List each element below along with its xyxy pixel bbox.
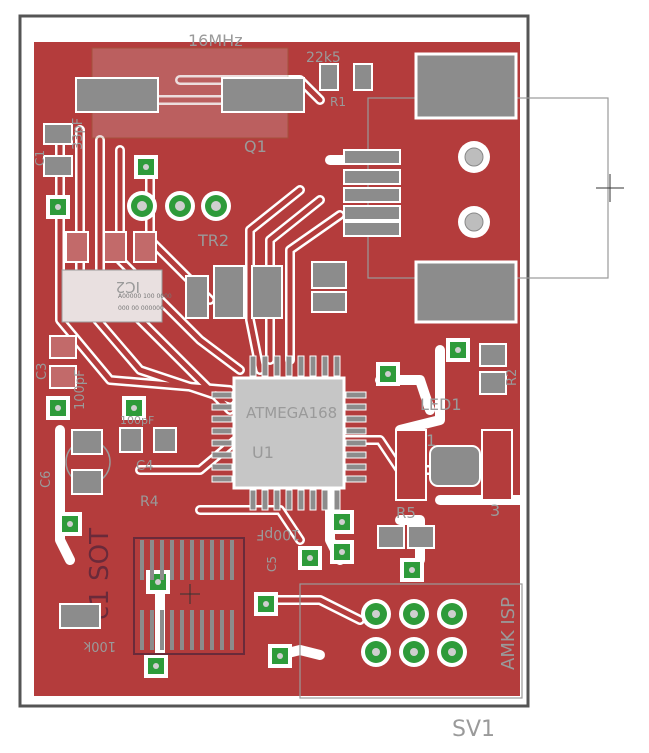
r5-label: R5 bbox=[396, 504, 416, 522]
switch-pad-left bbox=[395, 429, 427, 501]
cap100-mid: 100pF bbox=[256, 526, 300, 542]
r1-ref: R1 bbox=[330, 95, 346, 109]
r2-pad-b bbox=[479, 371, 507, 395]
c3-pad-a bbox=[49, 335, 77, 359]
c6-label: C6 bbox=[39, 471, 54, 488]
c1-label: 33pF bbox=[71, 118, 86, 150]
c4-pad-b bbox=[153, 427, 177, 453]
ic2-note-1: A00000 100 0000 bbox=[118, 293, 172, 300]
mcu-package bbox=[211, 355, 367, 511]
r1-value: 22k5 bbox=[306, 50, 341, 66]
r1-pad-b bbox=[353, 63, 373, 91]
tr2-label: TR2 bbox=[197, 231, 229, 250]
c3-pad-b bbox=[49, 365, 77, 389]
pin-3-label: 3 bbox=[490, 501, 500, 520]
r5-pad-a bbox=[377, 525, 405, 549]
usb-mount-holes bbox=[458, 141, 490, 238]
ic2-body bbox=[61, 269, 163, 323]
c1-pad-a bbox=[43, 123, 73, 145]
res100k-label: 100k bbox=[83, 638, 116, 653]
tr2-pads bbox=[127, 191, 231, 221]
cap100-left: 100pF bbox=[73, 369, 88, 410]
c6-pad bbox=[71, 429, 103, 455]
usb-crosshair bbox=[596, 174, 624, 202]
mid-smd-pads bbox=[185, 261, 347, 319]
isp-label: AMK ISP bbox=[498, 597, 519, 670]
usb-shield-top bbox=[414, 52, 518, 120]
mcu-label: ATMEGA168 bbox=[246, 404, 337, 422]
c4-label: C4 bbox=[136, 459, 153, 474]
usb-pins bbox=[343, 149, 401, 237]
ic2-label: IC2 bbox=[116, 278, 140, 296]
c3-label: C3 bbox=[35, 363, 50, 380]
r-res-pad bbox=[59, 603, 101, 629]
r1-pad-a bbox=[319, 63, 339, 91]
isp-outline bbox=[299, 583, 523, 699]
ic2-pads bbox=[65, 231, 157, 263]
crystal-pad-left bbox=[75, 77, 159, 113]
r2-pad-a bbox=[479, 343, 507, 367]
isp-pins bbox=[361, 599, 467, 667]
ic1-outline bbox=[133, 537, 245, 655]
switch-pad-right bbox=[481, 429, 513, 501]
ic1-pins bbox=[140, 540, 234, 650]
switch-body bbox=[429, 445, 481, 487]
mcu-ref: U1 bbox=[252, 443, 274, 462]
c4-pad-a bbox=[119, 427, 143, 453]
sv1-label: SV1 bbox=[452, 717, 495, 742]
c1-pad-b bbox=[43, 155, 73, 177]
c5-label: C5 bbox=[265, 556, 279, 572]
ic1-crosshair bbox=[180, 584, 200, 604]
r2-label: R2 bbox=[505, 369, 520, 386]
pin-1-label: 1 bbox=[426, 431, 436, 450]
r5-pad-b bbox=[407, 525, 435, 549]
led1-label: LED1 bbox=[420, 395, 462, 414]
r4-label: R4 bbox=[140, 494, 159, 510]
usb-shield-bottom bbox=[414, 260, 518, 324]
crystal-pad-right bbox=[221, 77, 305, 113]
crystal-label: 16MHz bbox=[188, 31, 243, 50]
ic2-note-2: 000 00 000000 bbox=[118, 305, 164, 312]
c1-ref: C1 bbox=[33, 150, 47, 166]
c4-cap: 100pF bbox=[120, 414, 154, 427]
crystal-ref: Q1 bbox=[244, 137, 267, 156]
c6-pad-b bbox=[71, 469, 103, 495]
